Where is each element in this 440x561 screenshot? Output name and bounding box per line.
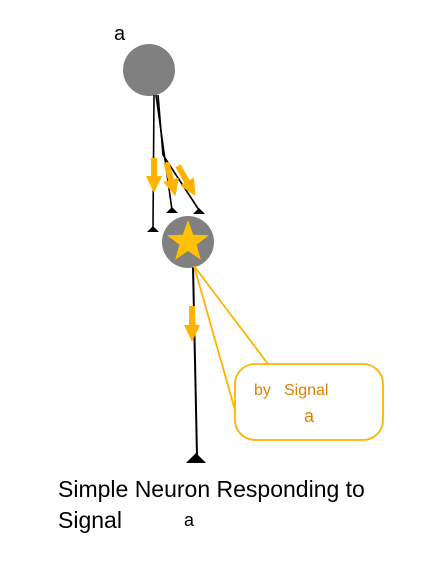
incoming-signal-arrows (146, 158, 196, 197)
callout-signal-text: Signal (284, 382, 329, 399)
synapse-terminals (147, 207, 205, 232)
callout-box (234, 363, 384, 441)
signal-arrow-icon (175, 164, 196, 197)
caption-line-2: Signal (58, 507, 122, 533)
output-axon (192, 265, 198, 457)
signal-arrow-icon (163, 161, 179, 197)
corner-mark: · (436, 555, 438, 560)
outgoing-arrow-icon (184, 306, 200, 342)
star-icon (167, 220, 209, 260)
callout-signal-subscript: a (304, 406, 315, 426)
caption-line-1: Simple Neuron Responding to (58, 476, 365, 502)
axon-branches (152, 94, 200, 229)
callout-connector (193, 265, 269, 411)
source-neuron (123, 44, 175, 96)
output-terminal (186, 453, 206, 463)
source-neuron-label: a (114, 23, 126, 45)
signal-arrow-icon (146, 158, 162, 193)
callout-by-text: by (254, 382, 271, 399)
caption-subscript: a (184, 510, 195, 530)
